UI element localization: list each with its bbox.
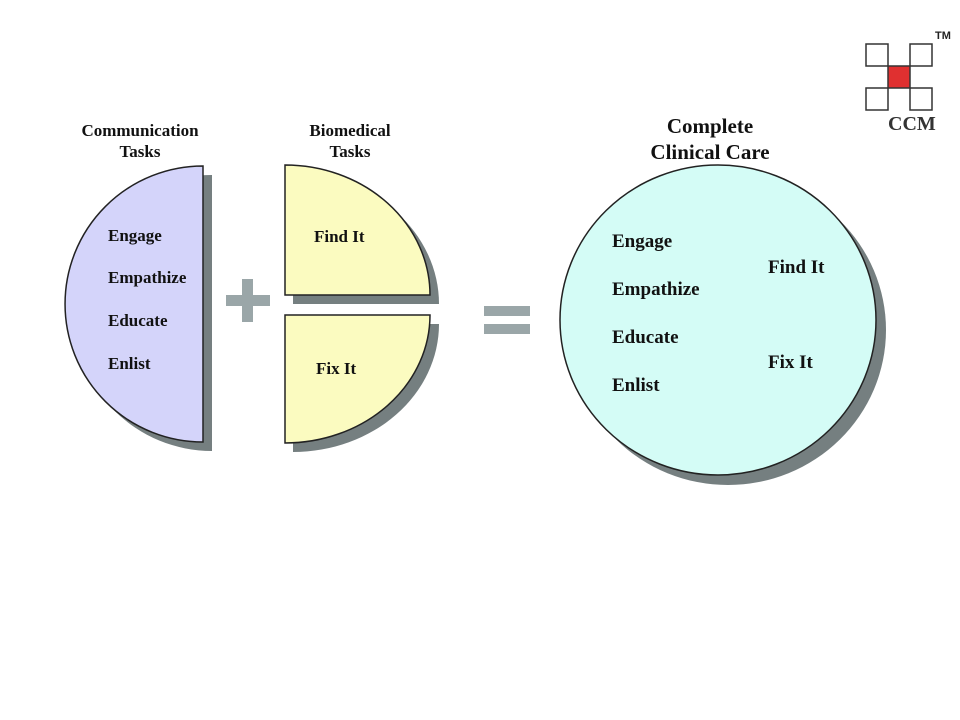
care-item-educate: Educate [612,327,679,348]
logo-text: CCM [888,113,936,135]
care-item-find-it: Find It [768,257,825,278]
equals-sign-icon [484,306,530,334]
comm-item-enlist: Enlist [108,354,151,373]
comm-item-educate: Educate [108,311,168,330]
communication-tasks-title: Communication Tasks [81,121,199,162]
communication-half-circle [64,165,204,443]
care-item-empathize: Empathize [612,279,700,300]
trademark-mark: TM [935,30,951,42]
complete-care-circle [559,164,877,476]
find-it-quarter [284,164,431,296]
biomedical-tasks-title: Biomedical Tasks [309,121,391,162]
comm-item-engage: Engage [108,226,162,245]
plus-sign-icon [226,279,270,322]
care-item-enlist: Enlist [612,375,660,396]
care-item-fix-it: Fix It [768,352,813,373]
care-item-engage: Engage [612,231,673,252]
ccm-logo-icon [865,43,933,111]
fix-it-quarter [284,314,431,444]
bio-item-find-it: Find It [314,227,365,246]
complete-clinical-care-title: Complete Clinical Care [650,114,770,165]
bio-item-fix-it: Fix It [316,359,357,378]
comm-item-empathize: Empathize [108,268,187,287]
